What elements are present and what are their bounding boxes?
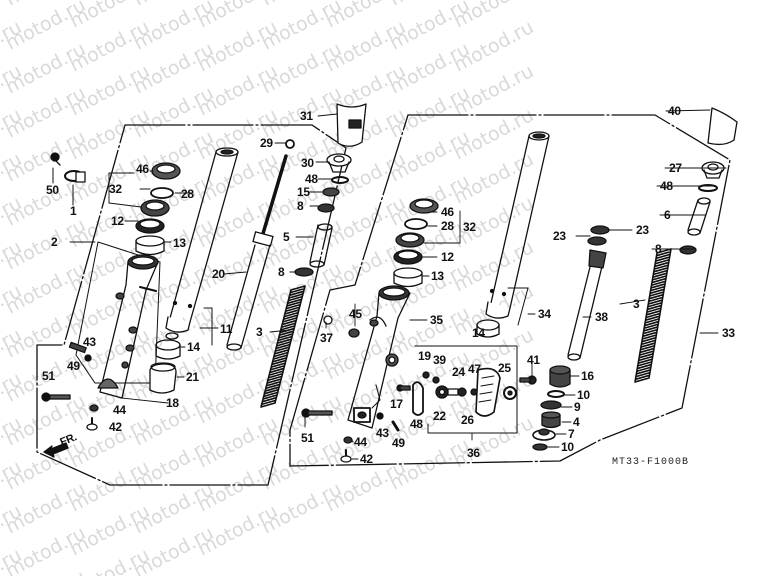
callout-8-left-a: 8 xyxy=(297,199,304,213)
callout-13-right: 13 xyxy=(431,269,444,283)
right-damper-rod-icon xyxy=(567,225,610,361)
caliper-subassembly-frame xyxy=(414,345,518,434)
callout-24: 24 xyxy=(452,365,465,379)
callout-32-left: 32 xyxy=(109,182,122,196)
callout-36: 36 xyxy=(467,446,480,460)
callout-29: 29 xyxy=(260,136,273,150)
callout-34: 34 xyxy=(538,307,551,321)
callout-23-left: 23 xyxy=(553,229,566,243)
left-top-parts-icon xyxy=(294,103,367,277)
callout-41: 41 xyxy=(527,353,540,367)
callout-49-right: 49 xyxy=(392,436,405,450)
callout-47: 47 xyxy=(468,362,481,376)
right-fork-spring-icon xyxy=(634,248,672,383)
callout-46-left: 46 xyxy=(136,162,149,176)
callout-23-right: 23 xyxy=(636,223,649,237)
callout-9: 9 xyxy=(574,400,581,414)
callout-14-right: 14 xyxy=(472,326,485,340)
callout-45: 45 xyxy=(349,307,362,321)
callout-40: 40 xyxy=(668,104,681,118)
leader-lines xyxy=(69,109,727,460)
callout-33: 33 xyxy=(722,326,735,340)
callout-3-left: 3 xyxy=(256,325,263,339)
left-assembly-frame xyxy=(36,124,347,486)
callout-15: 15 xyxy=(297,185,310,199)
callout-5: 5 xyxy=(283,230,290,244)
oil-seal-left-icon xyxy=(135,162,181,256)
caliper-subassembly-icon xyxy=(396,367,537,417)
callout-46-right: 46 xyxy=(441,205,454,219)
callout-32-right: 32 xyxy=(463,220,476,234)
callout-10-a: 10 xyxy=(577,388,590,402)
callout-6: 6 xyxy=(664,208,671,222)
callout-12-right: 12 xyxy=(441,250,454,264)
callout-35: 35 xyxy=(430,313,443,327)
left-fork-spring-icon xyxy=(260,285,306,408)
callout-51-right: 51 xyxy=(301,431,314,445)
callout-28-right: 28 xyxy=(441,219,454,233)
damper-rod-icon xyxy=(226,139,295,351)
callout-21: 21 xyxy=(186,370,199,384)
callout-37: 37 xyxy=(320,331,333,345)
left-bushing-icon xyxy=(149,339,181,394)
callout-18: 18 xyxy=(166,396,179,410)
callout-42-right: 42 xyxy=(360,452,373,466)
left-fork-slider-icon xyxy=(97,254,159,399)
callout-38: 38 xyxy=(595,310,608,324)
callout-3-right: 3 xyxy=(633,297,640,311)
callout-49-left: 49 xyxy=(67,359,80,373)
callout-20: 20 xyxy=(212,267,225,281)
callout-43-left: 43 xyxy=(83,335,96,349)
callout-48-caliper: 48 xyxy=(410,417,423,431)
callout-43-right: 43 xyxy=(376,426,389,440)
callout-7: 7 xyxy=(568,427,575,441)
callout-14-left: 14 xyxy=(187,340,200,354)
callout-16: 16 xyxy=(581,369,594,383)
callout-2: 2 xyxy=(51,235,58,249)
right-valve-stack-icon xyxy=(532,365,571,451)
callout-31: 31 xyxy=(300,109,313,123)
callout-26: 26 xyxy=(461,413,474,427)
front-direction-arrow-icon xyxy=(43,442,69,458)
left-inner-tube-icon xyxy=(165,147,239,346)
callout-39: 39 xyxy=(433,353,446,367)
callout-17: 17 xyxy=(390,397,403,411)
callout-25: 25 xyxy=(498,361,511,375)
callout-1: 1 xyxy=(70,204,77,218)
right-fork-slider-icon xyxy=(323,285,411,429)
callout-44-left: 44 xyxy=(113,403,126,417)
callout-22: 22 xyxy=(433,409,446,423)
callout-13-left: 13 xyxy=(173,236,186,250)
right-top-parts-icon xyxy=(679,107,738,255)
drawing-code: MT33-F1000B xyxy=(612,457,690,468)
callout-19: 19 xyxy=(418,349,431,363)
callout-42-left: 42 xyxy=(109,420,122,434)
right-assembly-frame xyxy=(289,114,731,467)
callout-50: 50 xyxy=(46,183,59,197)
right-inner-tube-icon xyxy=(476,131,550,338)
callout-44-right: 44 xyxy=(354,435,367,449)
callout-8-left-b: 8 xyxy=(278,265,285,279)
callout-28-left: 28 xyxy=(181,187,194,201)
callout-30: 30 xyxy=(301,156,314,170)
callout-11: 11 xyxy=(220,322,233,336)
oil-seal-right-icon xyxy=(393,198,439,288)
callout-10-b: 10 xyxy=(561,440,574,454)
callout-8-right: 8 xyxy=(655,242,662,256)
callout-48-top-left: 48 xyxy=(305,172,318,186)
callout-4: 4 xyxy=(573,415,580,429)
right-small-hardware-icon xyxy=(301,408,400,463)
callout-51-left: 51 xyxy=(42,369,55,383)
clamp-bolt-icon xyxy=(50,152,86,206)
callout-27: 27 xyxy=(669,161,682,175)
callout-48-top-right: 48 xyxy=(660,179,673,193)
left-small-hardware-icon xyxy=(41,341,99,431)
callout-12-left: 12 xyxy=(111,214,124,228)
